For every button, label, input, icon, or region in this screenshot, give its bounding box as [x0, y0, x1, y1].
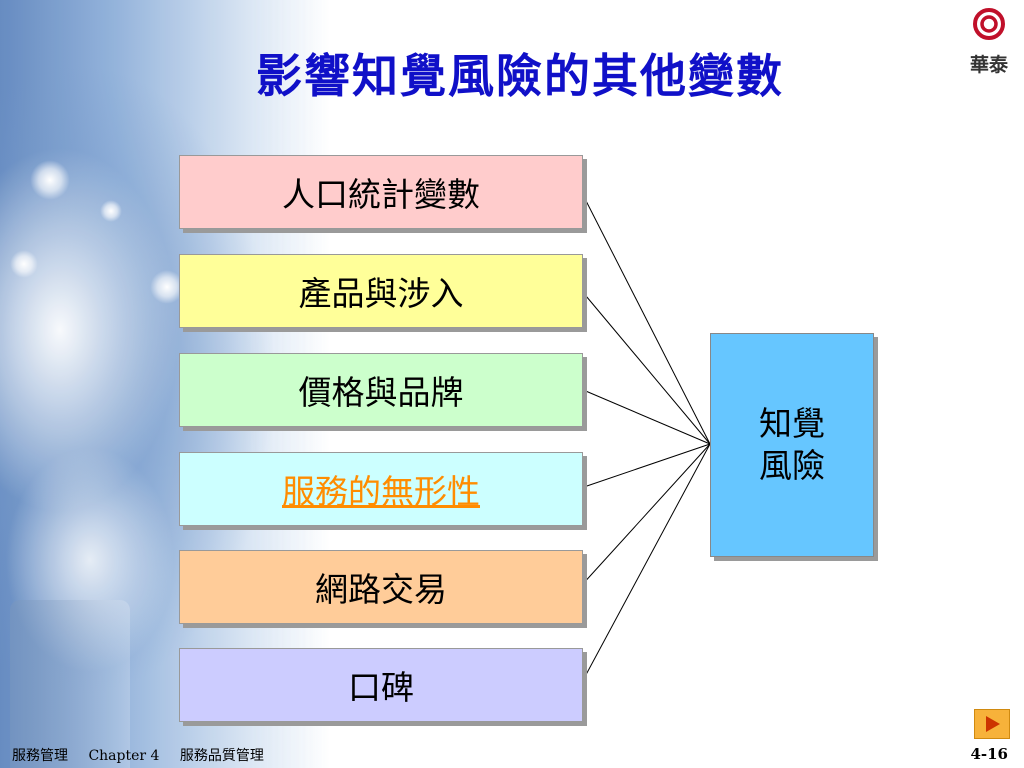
factor-label: 人口統計變數 — [282, 175, 480, 214]
background-bubble — [10, 250, 38, 278]
footer-course: 服務管理 — [12, 748, 68, 764]
connector-line — [580, 289, 711, 445]
factor-word-of-mouth: 口碑 — [179, 648, 583, 722]
factor-label: 價格與品牌 — [298, 373, 464, 412]
connector-line — [580, 190, 711, 445]
connector-line — [580, 388, 711, 445]
factor-label: 產品與涉入 — [298, 274, 464, 313]
factor-link-label[interactable]: 服務的無形性 — [282, 472, 480, 511]
result-perceived-risk: 知覺 風險 — [710, 333, 874, 557]
connector-line — [580, 443, 711, 685]
play-next-icon — [986, 716, 1000, 732]
page-number: 4-16 — [970, 745, 1008, 763]
footer-info: 服務管理 Chapter 4 服務品質管理 — [12, 745, 280, 765]
footer-chapter: Chapter 4 — [88, 748, 160, 764]
result-line2: 風險 — [759, 446, 825, 485]
footer-chapter-title: 服務品質管理 — [179, 748, 264, 764]
connector-line — [580, 443, 711, 587]
factor-price-brand: 價格與品牌 — [179, 353, 583, 427]
connector-line — [580, 443, 711, 489]
background-bubble — [100, 200, 122, 222]
factor-product-involvement: 產品與涉入 — [179, 254, 583, 328]
publisher-logo: 華泰 — [964, 8, 1014, 77]
factor-online-transaction: 網路交易 — [179, 550, 583, 624]
result-line1: 知覺 — [759, 404, 825, 443]
background-bubble — [150, 270, 184, 304]
background-glass-stem — [10, 600, 130, 768]
next-slide-button[interactable] — [974, 709, 1010, 739]
background-bubble — [30, 160, 70, 200]
logo-text: 華泰 — [969, 54, 1008, 76]
slide-title: 影響知覺風險的其他變數 — [256, 49, 784, 103]
factor-service-intangibility[interactable]: 服務的無形性 — [179, 452, 583, 526]
factor-label: 網路交易 — [315, 570, 447, 609]
factor-label: 口碑 — [348, 668, 414, 707]
concentric-circle-logo-icon — [973, 8, 1005, 40]
factor-demographics: 人口統計變數 — [179, 155, 583, 229]
